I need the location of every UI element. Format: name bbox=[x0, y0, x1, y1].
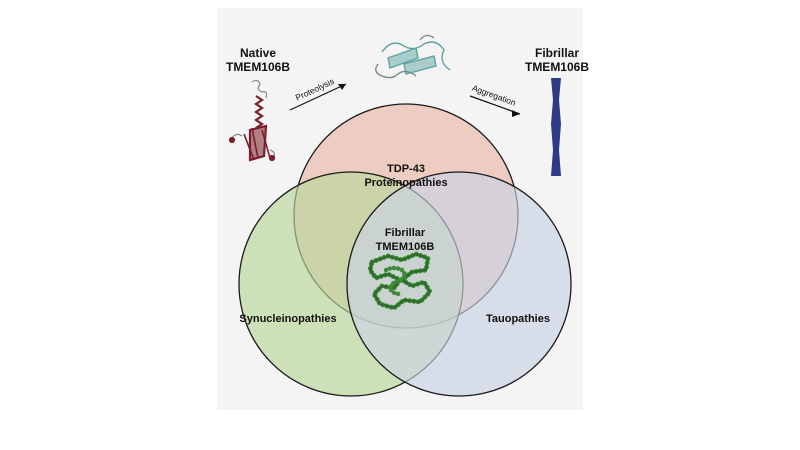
native-protein-icon bbox=[228, 79, 276, 162]
native-label-line1: Native bbox=[240, 46, 276, 60]
synuclein-label: Synucleinopathies bbox=[239, 313, 336, 325]
aggregate-fibril-icon bbox=[367, 251, 433, 311]
tau-label: Tauopathies bbox=[486, 313, 550, 325]
fibril-icon bbox=[551, 78, 561, 176]
aggregation-label: Aggregation bbox=[471, 83, 518, 108]
proteolysis-arrow bbox=[289, 83, 347, 111]
tdp43-label-line1: TDP-43 bbox=[387, 163, 425, 175]
aggregation-arrowhead bbox=[512, 110, 520, 117]
proteolysis-arrowhead bbox=[338, 84, 346, 90]
cleaved-fragment-icon bbox=[375, 34, 451, 79]
fibrillar-label-line2: TMEM106B bbox=[525, 60, 589, 74]
center-label-line1: Fibrillar bbox=[385, 227, 426, 239]
center-label-line2: TMEM106B bbox=[376, 241, 435, 253]
native-label-line2: TMEM106B bbox=[226, 60, 290, 74]
tdp43-label-line2: Proteinopathies bbox=[364, 177, 447, 189]
circle-tau bbox=[346, 171, 572, 397]
aggregation-arrow bbox=[469, 95, 521, 115]
fibrillar-label-line1: Fibrillar bbox=[535, 46, 579, 60]
